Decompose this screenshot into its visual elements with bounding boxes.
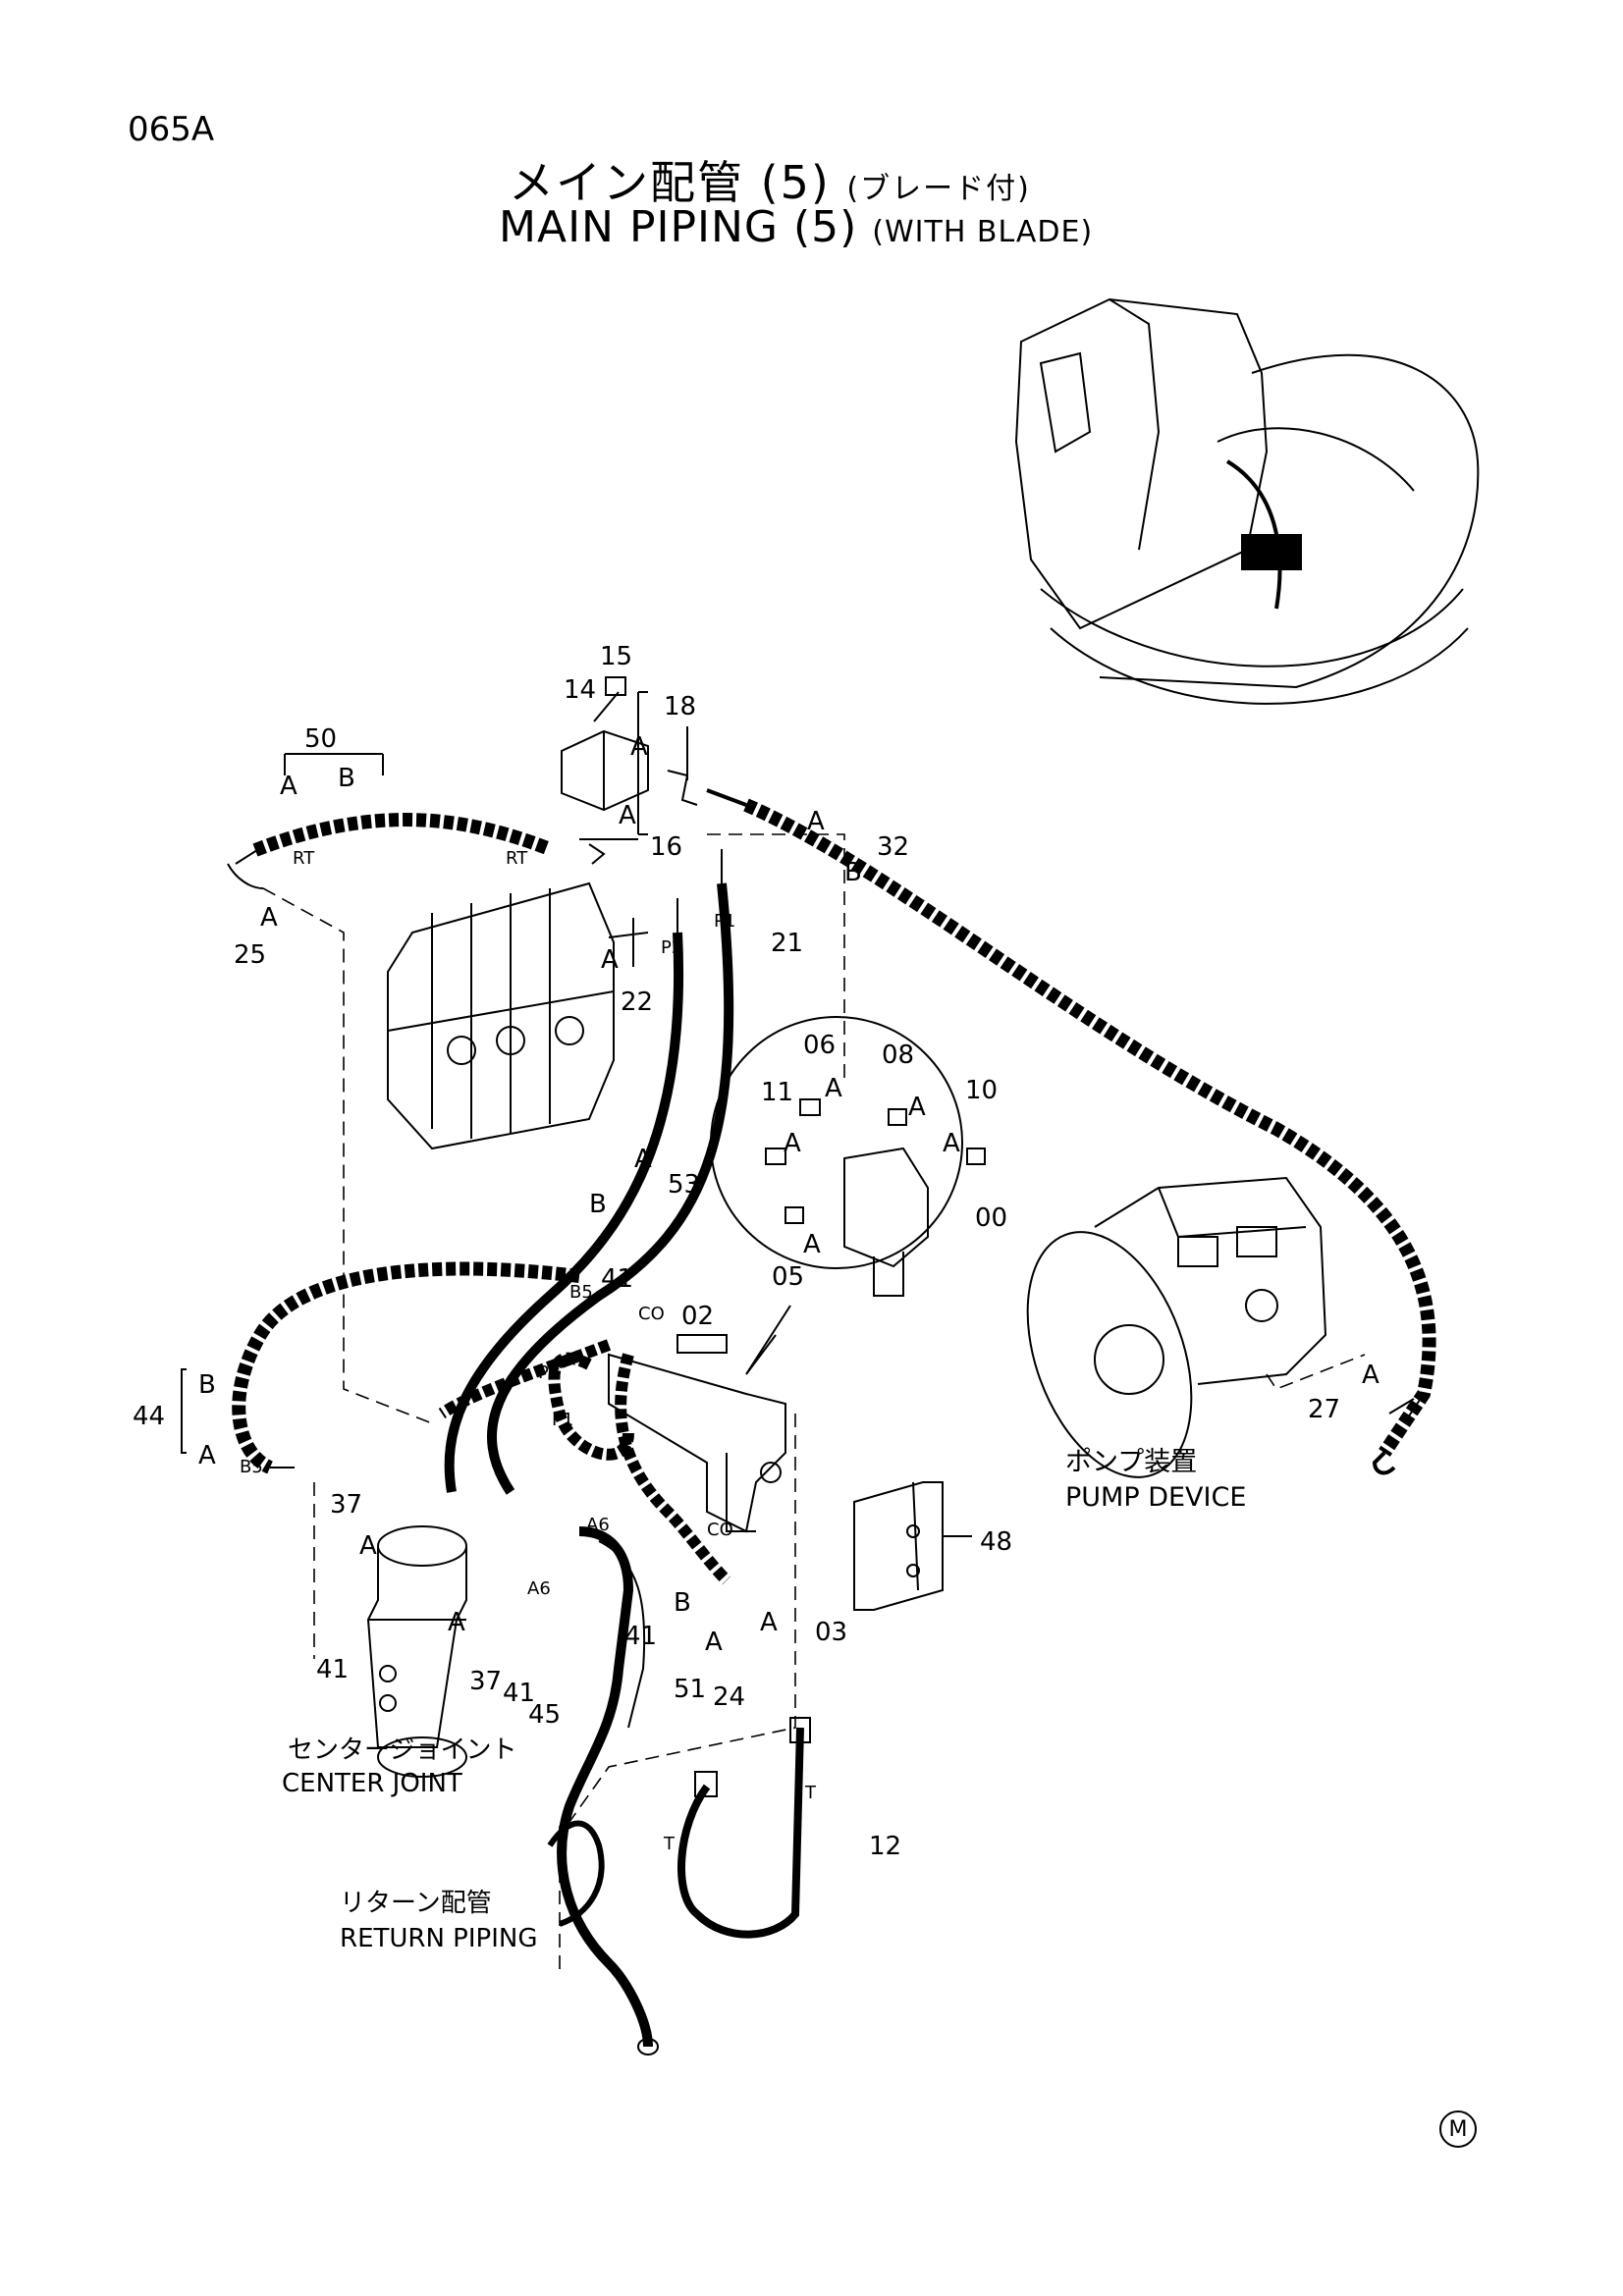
part-27: 27	[1308, 1395, 1341, 1424]
letter-b: B	[844, 858, 862, 887]
letter-b: B	[674, 1588, 691, 1618]
hose-32	[706, 788, 1436, 1457]
letter-a: A	[630, 732, 648, 762]
part-10: 10	[965, 1076, 999, 1105]
lines-21-53	[444, 849, 734, 1495]
port-rt: RT	[506, 848, 528, 869]
part-11: 11	[761, 1078, 794, 1107]
letter-b: B	[338, 764, 355, 793]
port-t: T	[805, 1783, 816, 1803]
port-a6: A6	[586, 1515, 610, 1535]
port-p2: P2	[661, 937, 683, 958]
letter-a: A	[280, 772, 298, 801]
port-b5: B5	[569, 1282, 593, 1303]
letter-a: A	[260, 903, 278, 933]
part-24: 24	[713, 1682, 746, 1712]
return-caption-jp: リターン配管	[340, 1889, 492, 1918]
letter-a: A	[825, 1074, 842, 1103]
letter-a: A	[807, 807, 825, 836]
part-02: 02	[681, 1302, 715, 1331]
part-37: 37	[330, 1490, 363, 1520]
return-caption-en: RETURN PIPING	[340, 1924, 538, 1953]
pump-caption-en: PUMP DEVICE	[1065, 1482, 1247, 1513]
part-22: 22	[621, 988, 654, 1017]
part-41: 41	[316, 1655, 350, 1684]
port-a6: A6	[527, 1578, 551, 1599]
pump-device	[1026, 1176, 1327, 1478]
port-p2: P2	[538, 1362, 561, 1383]
pump-caption-jp: ポンプ装置	[1065, 1447, 1198, 1477]
letter-a: A	[601, 945, 619, 975]
part-12: 12	[869, 1832, 902, 1861]
port-rt: RT	[293, 848, 315, 869]
part-45: 45	[528, 1700, 562, 1730]
control-valve	[387, 881, 649, 1150]
letter-a: A	[784, 1129, 801, 1158]
part-41: 41	[503, 1679, 536, 1708]
letter-a: A	[359, 1531, 377, 1561]
center-caption-en: CENTER JOINT	[282, 1769, 462, 1798]
letter-a: A	[908, 1093, 926, 1122]
part-48: 48	[980, 1527, 1013, 1557]
hose-12	[677, 1717, 811, 1939]
part-41: 41	[601, 1264, 634, 1294]
detail-circle	[710, 1016, 986, 1375]
letter-a: A	[803, 1230, 821, 1259]
excavator-overview	[1014, 297, 1480, 705]
port-p1: P1	[552, 1410, 574, 1430]
return-piping	[547, 1526, 659, 2056]
part-41: 41	[624, 1622, 658, 1651]
port-b5: B5	[240, 1457, 263, 1477]
part-06: 06	[803, 1031, 837, 1060]
part-14: 14	[564, 675, 597, 705]
letter-a: A	[760, 1608, 778, 1637]
letter-a: A	[634, 1145, 652, 1174]
part-00: 00	[975, 1203, 1008, 1233]
valve-block-14	[561, 676, 698, 865]
part-05: 05	[772, 1262, 805, 1292]
part-44: 44	[133, 1402, 166, 1431]
port-co: CO	[638, 1304, 665, 1324]
title-english: MAIN PIPING (5) (WITH BLADE)	[499, 202, 1093, 252]
letter-a: A	[943, 1129, 960, 1158]
port-t: T	[664, 1834, 675, 1854]
part-37: 37	[469, 1667, 503, 1696]
title-en-main: MAIN PIPING (5)	[499, 202, 858, 252]
port-p1: P1	[714, 911, 736, 932]
title-jp-note: (ブレード付)	[846, 172, 1031, 206]
part-25: 25	[234, 940, 267, 970]
title-en-note: (WITH BLADE)	[872, 215, 1094, 249]
part-53: 53	[668, 1170, 701, 1200]
part-18: 18	[664, 692, 697, 721]
title-jp-main: メイン配管 (5)	[509, 156, 831, 209]
port-co: CO	[707, 1520, 733, 1540]
part-03: 03	[815, 1618, 848, 1647]
part-08: 08	[882, 1041, 915, 1070]
bracket-48	[853, 1481, 972, 1611]
hose-44	[181, 1261, 580, 1474]
title-japanese: メイン配管 (5) (ブレード付)	[509, 147, 1031, 212]
part-15: 15	[600, 642, 633, 671]
letter-b: B	[198, 1370, 216, 1400]
part-16: 16	[650, 832, 683, 862]
letter-a: A	[448, 1608, 465, 1637]
letter-a: A	[619, 801, 636, 830]
center-caption-jp: センタージョイント	[288, 1735, 517, 1765]
letter-a: A	[705, 1628, 723, 1657]
part-50: 50	[304, 724, 338, 754]
letter-a: A	[1362, 1361, 1380, 1390]
hose-50	[227, 753, 553, 889]
lines-co	[438, 1339, 731, 1585]
m-mark-icon: M	[1439, 2110, 1477, 2148]
part-21: 21	[771, 929, 804, 958]
letter-b: B	[589, 1190, 607, 1219]
part-51: 51	[674, 1675, 707, 1704]
page-code: 065A	[128, 110, 215, 149]
valve-00	[608, 1334, 786, 1533]
part-32: 32	[877, 832, 910, 862]
letter-a: A	[198, 1441, 216, 1470]
center-joint	[366, 1525, 467, 1778]
